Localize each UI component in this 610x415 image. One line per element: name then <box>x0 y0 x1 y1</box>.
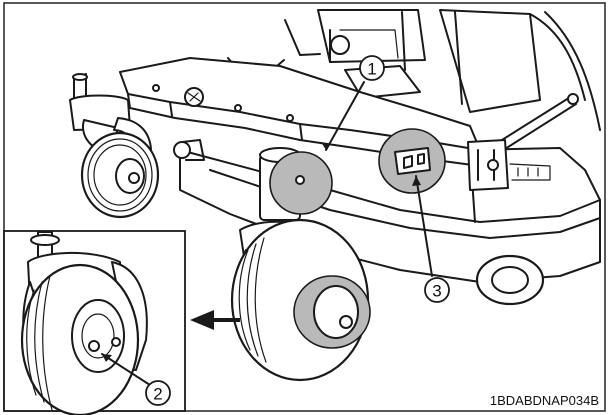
leader-lines <box>101 81 433 386</box>
callout-2: 2 <box>145 380 171 406</box>
callout-1: 1 <box>359 55 385 81</box>
leader-3 <box>415 175 433 277</box>
callout-2-number: 2 <box>153 385 162 404</box>
left-caster-assembly <box>69 73 205 219</box>
right-linkage <box>467 93 579 191</box>
item-3-highlight <box>378 128 446 194</box>
leader-1 <box>325 81 365 151</box>
leader-2 <box>101 353 151 386</box>
callout-1-number: 1 <box>367 60 376 79</box>
detail-arrow <box>190 310 240 330</box>
right-rear-wheel <box>475 254 545 306</box>
callout-3: 3 <box>424 277 450 303</box>
front-chassis-beam <box>119 57 481 167</box>
right-caster-assembly <box>230 147 371 382</box>
callout-3-number: 3 <box>432 282 441 301</box>
figure-code: 1BDABDNAP034B <box>490 393 599 408</box>
